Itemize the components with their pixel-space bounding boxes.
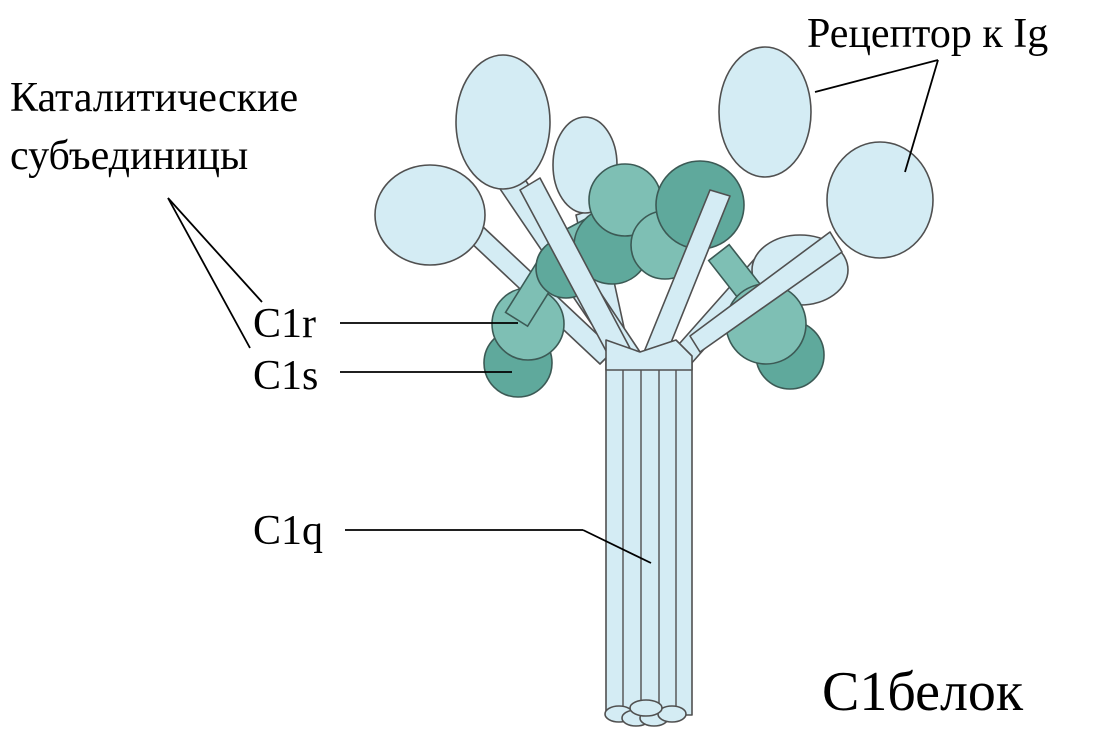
c1q-stalk [605,355,692,726]
receptor-head [719,47,811,177]
c1q-label: C1q [253,508,323,554]
receptor-head [375,165,485,265]
c1s-label: C1s [253,353,318,399]
c1r-label: C1r [253,301,316,347]
catalytic-subunits-label-line1: Каталитические [10,75,298,121]
receptor-head [456,55,550,189]
c1-protein-label: C1белок [822,661,1024,723]
catalytic-subunits-label-line2: субъединицы [10,133,248,179]
receptor-head [827,142,933,258]
receptor-label: Рецептор к Ig [807,11,1048,57]
